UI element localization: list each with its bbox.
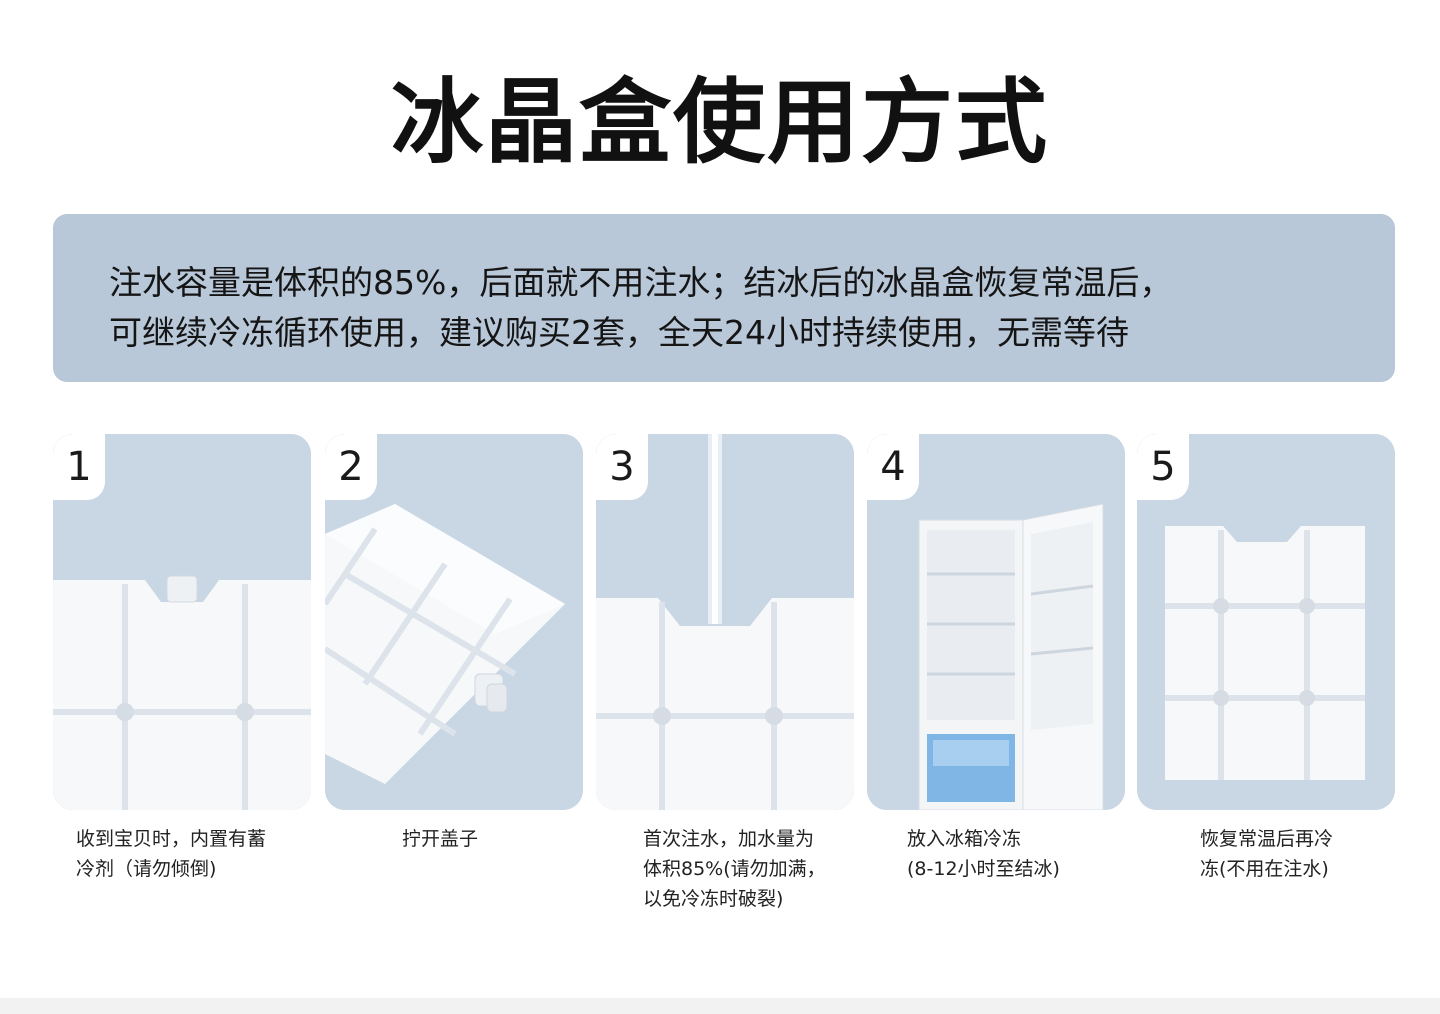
step-caption-2: 拧开盖子 [402,824,478,854]
step-caption-1: 收到宝贝时，内置有蓄 冷剂（请勿倾倒) [76,824,266,884]
caption-line: 恢复常温后再冷 [1200,828,1334,850]
step-number-2: 2 [325,434,377,500]
info-line-2: 可继续冷冻循环使用，建议购买2套，全天24小时持续使用，无需等待 [109,313,1129,352]
ice-pack-unscrew-cap-image [325,434,583,810]
step-number-1: 1 [53,434,105,500]
step-number-5: 5 [1137,434,1189,500]
step-card-4: 4 [867,434,1125,810]
ice-pack-frozen-image [1137,434,1395,810]
step-number-4: 4 [867,434,919,500]
step-card-3: 3 [596,434,854,810]
ice-pack-closed-image [53,434,311,810]
refrigerator-image [867,434,1125,810]
step-number-3: 3 [596,434,648,500]
step-caption-3: 首次注水，加水量为 体积85%(请勿加满， 以免冷冻时破裂) [643,824,826,914]
caption-line: 冷剂（请勿倾倒) [76,858,217,880]
step-caption-5: 恢复常温后再冷 冻(不用在注水) [1200,824,1333,884]
bottom-band [0,998,1440,1014]
caption-line: (8-12小时至结冰) [907,858,1060,880]
info-banner: 注水容量是体积的85%，后面就不用注水；结冰后的冰晶盒恢复常温后， 可继续冷冻循… [53,214,1395,382]
caption-line: 冻(不用在注水) [1200,858,1329,880]
caption-line: 放入冰箱冷冻 [907,828,1022,850]
caption-line: 拧开盖子 [402,828,479,850]
info-line-1: 注水容量是体积的85%，后面就不用注水；结冰后的冰晶盒恢复常温后， [109,263,1173,302]
page-title: 冰晶盒使用方式 [390,69,1049,176]
caption-line: 收到宝贝时，内置有蓄 [76,828,267,850]
caption-line: 首次注水，加水量为 [643,828,815,850]
step-caption-4: 放入冰箱冷冻 (8-12小时至结冰) [907,824,1060,884]
step-card-1: 1 [53,434,311,810]
step-card-2: 2 [325,434,583,810]
caption-line: 以免冷冻时破裂) [643,888,784,910]
caption-line: 体积85%(请勿加满， [643,858,826,880]
step-card-5: 5 [1137,434,1395,810]
